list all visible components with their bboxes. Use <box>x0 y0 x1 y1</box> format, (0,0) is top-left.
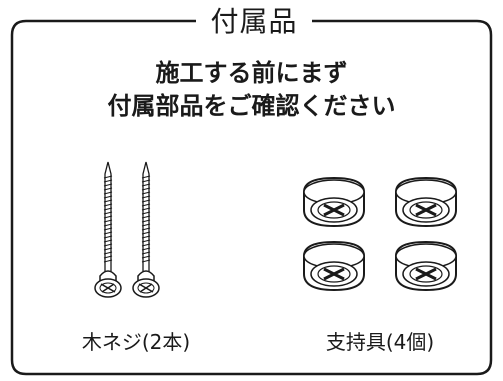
wood-screws-illustration <box>94 161 160 298</box>
support-foot-icon <box>303 240 365 292</box>
screw-icon <box>132 161 160 298</box>
section-title: 付属品 <box>210 5 298 38</box>
instruction-line-1: 施工する前にまず <box>155 59 348 87</box>
instruction-line-2: 付属部品をご確認ください <box>107 92 396 120</box>
support-foot-icon <box>303 176 365 228</box>
support-feet-label: 支持具(4個) <box>325 330 435 354</box>
wood-screw-label: 木ネジ(2本) <box>81 330 191 354</box>
support-foot-icon <box>395 176 457 228</box>
screw-icon <box>94 161 122 298</box>
support-feet-illustration <box>303 176 457 292</box>
support-foot-icon <box>395 240 457 292</box>
